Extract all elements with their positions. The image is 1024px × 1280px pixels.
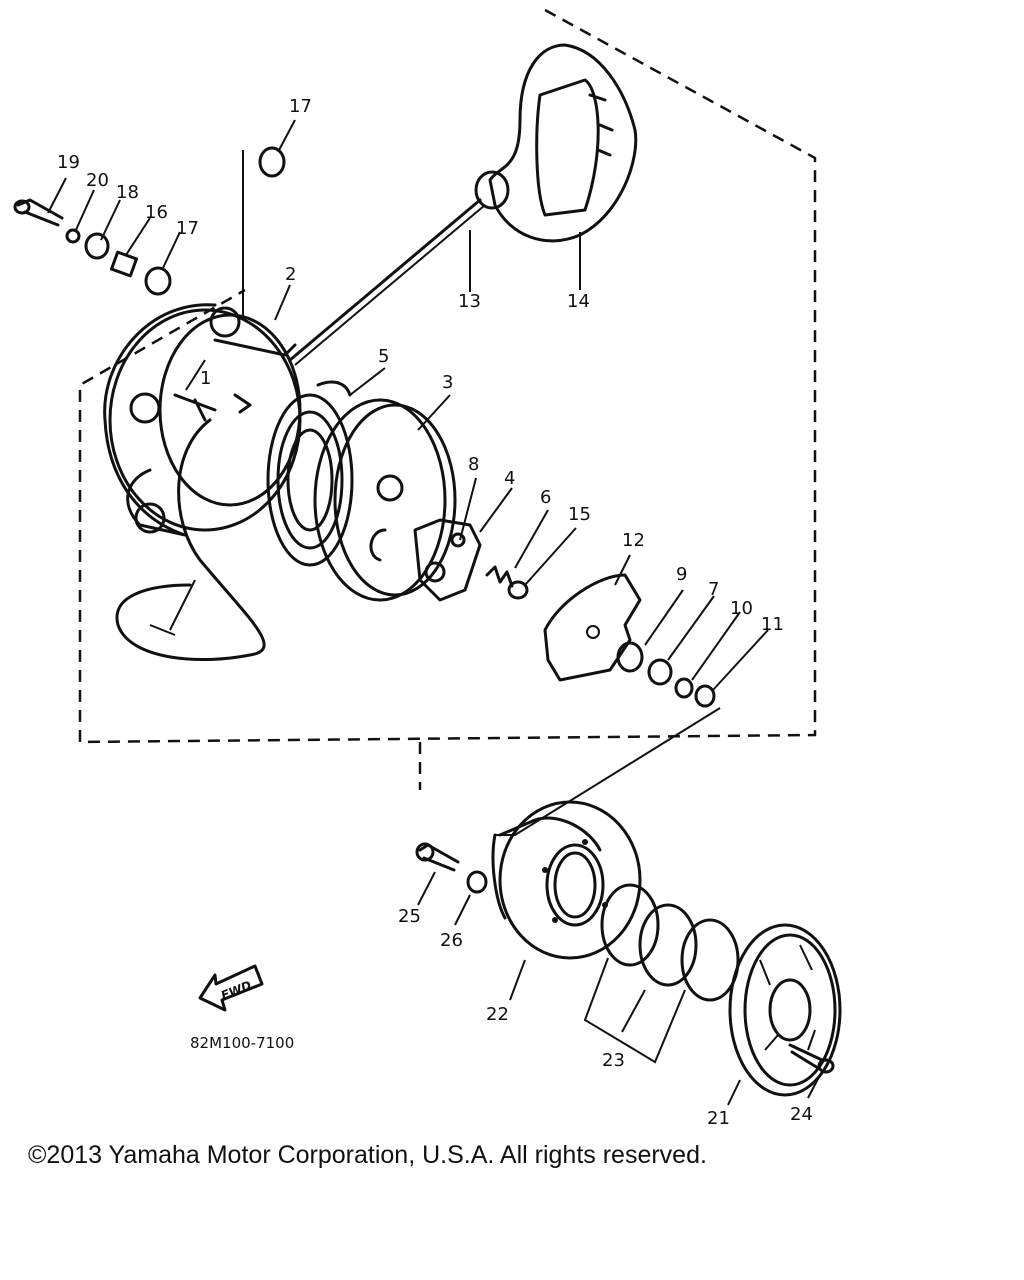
fastener-set — [13, 146, 286, 296]
callout-13: 13 — [458, 291, 481, 312]
callout-24: 24 — [790, 1104, 813, 1125]
bolt-25 — [418, 843, 460, 872]
washer-9 — [616, 641, 644, 673]
plate-12 — [543, 573, 642, 682]
drive-plate — [728, 923, 842, 1097]
washer-7 — [647, 658, 673, 686]
callout-11: 11 — [761, 614, 784, 635]
ratchet-pawl — [413, 518, 482, 602]
callout-6: 6 — [540, 487, 551, 508]
callout-15: 15 — [568, 504, 591, 525]
callout-8: 8 — [468, 454, 479, 475]
drawing-number: 82M100-7100 — [190, 1034, 294, 1052]
starter-case — [103, 303, 302, 537]
shim-23b — [638, 903, 698, 987]
collar-15 — [507, 580, 529, 600]
callout-20: 20 — [86, 170, 109, 191]
callout-25: 25 — [398, 906, 421, 927]
leader-23 — [583, 957, 686, 1064]
callout-3: 3 — [442, 372, 453, 393]
callout-9: 9 — [676, 564, 687, 585]
callout-26: 26 — [440, 930, 463, 951]
nut-11 — [694, 684, 716, 708]
callout-17b: 17 — [176, 218, 199, 239]
spring-6 — [485, 565, 514, 588]
callout-23: 23 — [602, 1050, 625, 1071]
callout-10: 10 — [730, 598, 753, 619]
callout-16: 16 — [145, 202, 168, 223]
fwd-arrow-icon: FWD — [198, 964, 264, 1012]
shim-23a — [600, 883, 660, 967]
callout-5: 5 — [378, 346, 389, 367]
callout-14: 14 — [567, 291, 590, 312]
leader-lines — [47, 119, 769, 691]
callout-22: 22 — [486, 1004, 509, 1025]
starter-rope — [115, 198, 486, 662]
callout-21: 21 — [707, 1108, 730, 1129]
starter-handle — [474, 43, 638, 243]
assembly-boundary — [78, 8, 817, 744]
callout-4: 4 — [504, 468, 515, 489]
shim-23c — [680, 918, 740, 1002]
callout-12: 12 — [622, 530, 645, 551]
nut-26 — [466, 870, 488, 894]
washer-10 — [674, 677, 694, 699]
callout-7: 7 — [708, 579, 719, 600]
callout-17a: 17 — [289, 96, 312, 117]
copyright-notice: ©2013 Yamaha Motor Corporation, U.S.A. A… — [28, 1141, 707, 1169]
callout-18: 18 — [116, 182, 139, 203]
bolt-24 — [788, 1043, 824, 1070]
callout-2: 2 — [285, 264, 296, 285]
callout-19: 19 — [57, 152, 80, 173]
starter-pulley — [266, 380, 457, 602]
flywheel-pulley — [491, 800, 642, 960]
callout-1: 1 — [200, 368, 211, 389]
